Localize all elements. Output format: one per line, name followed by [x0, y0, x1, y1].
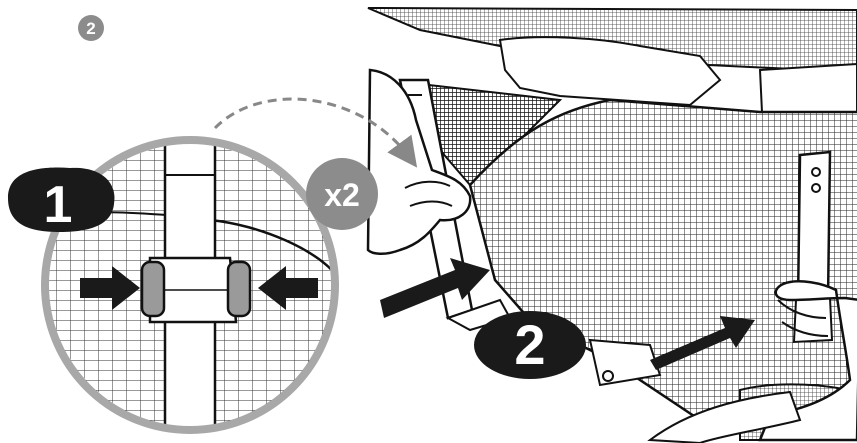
callout-2-number: 2 — [514, 313, 545, 376]
multiplier-badge: x2 — [306, 158, 378, 230]
release-button-left — [140, 260, 166, 318]
callout-1-number: 1 — [44, 176, 73, 234]
callout-2: 2 — [474, 311, 586, 379]
push-arrow-icon — [380, 258, 490, 318]
press-arrow-icon — [258, 266, 318, 310]
multiplier-text: x2 — [324, 177, 360, 213]
callout-1: 1 — [8, 167, 115, 234]
lens-ring — [41, 136, 339, 434]
detail-lens — [41, 136, 339, 434]
left-hand — [366, 68, 472, 255]
playard-scene: 2 — [366, 7, 857, 443]
step-badge: 2 — [78, 15, 104, 41]
forearm — [647, 390, 802, 443]
release-button-right — [226, 260, 252, 318]
right-hand — [758, 280, 857, 442]
push-arrow-icon — [650, 316, 755, 370]
step-badge-number: 2 — [86, 19, 95, 38]
press-arrow-icon — [80, 266, 140, 310]
